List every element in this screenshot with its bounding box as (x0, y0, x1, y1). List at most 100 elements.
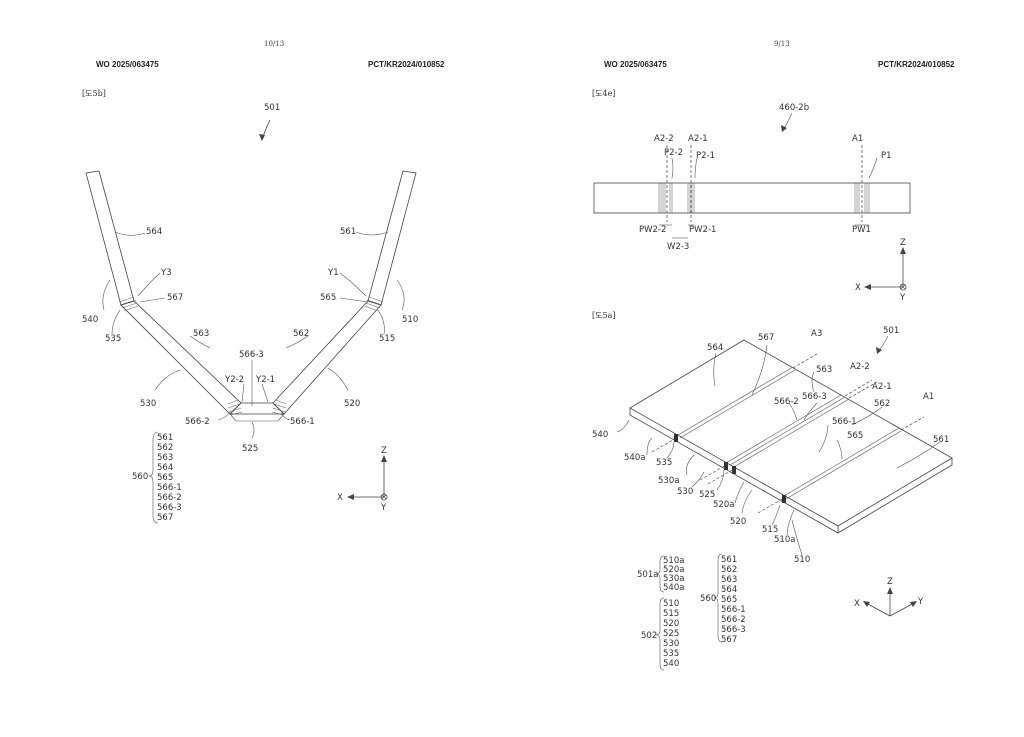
label-564: 564 (146, 227, 162, 237)
label-Y3: Y3 (160, 268, 172, 278)
group-560-item: 563 (721, 575, 737, 585)
band-A1 (854, 183, 870, 213)
label-510: 510 (402, 315, 418, 325)
axis-indicator: Z X Y (337, 446, 388, 513)
band-A2-1 (687, 183, 695, 213)
label-520: 520 (730, 517, 746, 527)
label-540a: 540a (624, 453, 645, 463)
group-560-item: 561 (721, 555, 737, 565)
label-562: 562 (874, 399, 890, 409)
group-560-item: 567 (157, 513, 173, 523)
label-460-2b: 460-2b (779, 103, 809, 113)
brace-560 (148, 431, 159, 524)
axis-z-label: Z (887, 577, 893, 587)
group-501a-item: 510a (663, 556, 684, 566)
label-A2-2: A2-2 (850, 362, 870, 372)
label-535: 535 (656, 458, 672, 468)
label-540: 540 (82, 315, 98, 325)
label-530: 530 (677, 487, 693, 497)
label-501: 501 (883, 326, 899, 336)
label-501: 501 (264, 103, 280, 113)
label-566-1: 566-1 (832, 417, 857, 427)
label-525: 525 (699, 490, 715, 500)
panel-564 (85, 170, 135, 306)
label-A3: A3 (811, 329, 822, 339)
axis-x-label: X (855, 283, 861, 293)
label-PW1: PW1 (852, 225, 871, 235)
patent-page-left: 10/13 WO 2025/063475 PCT/KR2024/010852 [… (82, 40, 445, 524)
label-567: 567 (167, 293, 183, 303)
publication-number: WO 2025/063475 (604, 60, 667, 69)
label-540: 540 (592, 430, 608, 440)
brace-501a (655, 555, 665, 593)
page-number: 10/13 (264, 40, 285, 48)
label-560: 560 (700, 594, 716, 604)
group-560-item: 564 (157, 463, 173, 473)
group-560-item: 566-2 (157, 493, 182, 503)
group-501a-item: 530a (663, 574, 684, 584)
group-560-item: 565 (721, 595, 737, 605)
axis-x-label: X (337, 493, 343, 503)
group-560-item: 563 (157, 453, 173, 463)
group-560-item: 561 (157, 433, 173, 443)
label-A2-1: A2-1 (872, 382, 892, 392)
patent-page-right: 9/13 WO 2025/063475 PCT/KR2024/010852 [도… (512, 0, 1024, 737)
group-560-item: 562 (157, 443, 173, 453)
label-Y1: Y1 (327, 268, 339, 278)
label-535: 535 (105, 334, 121, 344)
label-564: 564 (707, 343, 723, 353)
axis-indicator-top: Z X Y (855, 238, 907, 303)
label-562: 562 (293, 329, 309, 339)
group-560-item: 565 (157, 473, 173, 483)
brace-560 (713, 553, 723, 643)
group-560-item: 566-3 (721, 625, 746, 635)
application-number: PCT/KR2024/010852 (368, 60, 445, 69)
label-P1: P1 (881, 151, 892, 161)
label-566-2: 566-2 (185, 417, 210, 427)
figure-label-4e: [도4e] (592, 89, 616, 98)
label-566-1: 566-1 (290, 417, 315, 427)
label-561: 561 (340, 227, 356, 237)
group-502-item: 520 (663, 619, 679, 629)
label-PW2-1: PW2-1 (689, 225, 716, 235)
panel-525 (229, 402, 285, 415)
brace-502 (655, 597, 665, 671)
group-560-item: 562 (721, 565, 737, 575)
hinge-hatch-515 (364, 296, 384, 312)
label-515: 515 (762, 525, 778, 535)
panel-561 (367, 170, 417, 306)
label-566-3: 566-3 (802, 392, 827, 402)
label-510: 510 (794, 555, 810, 565)
label-PW2-2: PW2-2 (639, 225, 666, 235)
label-P2-2: P2-2 (664, 148, 683, 158)
axis-z-label: Z (381, 446, 387, 456)
hinge-hatch-566-2 (227, 399, 243, 416)
label-A1: A1 (923, 392, 934, 402)
group-502-item: 510 (663, 599, 679, 609)
group-560-item: 567 (721, 635, 737, 645)
band-A2-2 (658, 183, 673, 213)
label-A2-1: A2-1 (688, 134, 708, 144)
figure-label: [도5b] (82, 89, 106, 98)
label-561: 561 (933, 435, 949, 445)
axis-y-label: Y (899, 293, 906, 303)
publication-number: WO 2025/063475 (96, 60, 159, 69)
application-number: PCT/KR2024/010852 (878, 60, 955, 69)
axis-y-label: Y (380, 503, 387, 513)
group-501a-item: 540a (663, 583, 684, 593)
group-502-item: 535 (663, 649, 679, 659)
strip-460-2b (593, 182, 911, 214)
hinge-hatch-566-1 (271, 399, 287, 416)
group-501a-item: 520a (663, 565, 684, 575)
page-number: 9/13 (774, 40, 790, 48)
label-515: 515 (379, 334, 395, 344)
label-520: 520 (344, 399, 360, 409)
label-565: 565 (847, 431, 863, 441)
figure-4e-5a-drawing: 460-2b A2-2 A2-1 A1 P2-2 P2-1 P1 (592, 103, 953, 671)
label-525: 525 (242, 444, 258, 454)
group-560-item: 566-3 (157, 503, 182, 513)
group-502-item: 525 (663, 629, 679, 639)
label-530a: 530a (658, 476, 679, 486)
group-560-item: 566-1 (721, 605, 746, 615)
figure-label-5a: [도5a] (592, 311, 616, 320)
